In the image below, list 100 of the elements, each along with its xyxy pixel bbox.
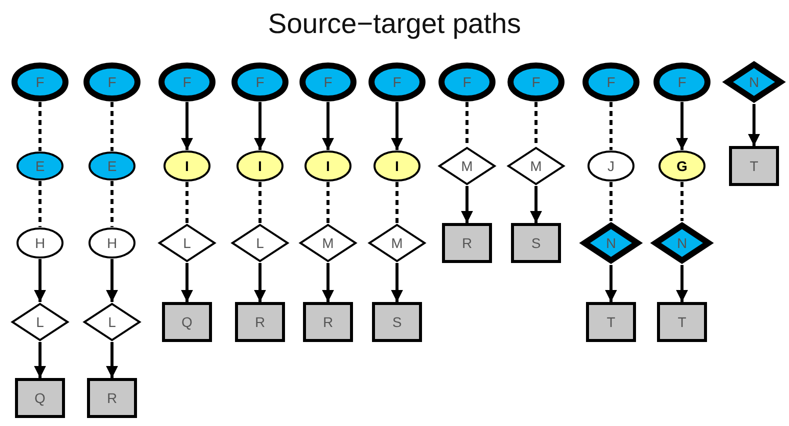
- diamond-node: [650, 221, 714, 265]
- connector-line: [38, 181, 42, 227]
- connector-line: [186, 182, 188, 223]
- node-label: R: [254, 315, 266, 329]
- arrow: [461, 186, 473, 223]
- node-label: F: [182, 75, 192, 89]
- arrow: [106, 259, 118, 302]
- box-node: [372, 302, 422, 342]
- connector-line: [610, 102, 612, 150]
- box-node: [87, 378, 137, 418]
- arrow: [254, 263, 266, 302]
- ellipse-node: [16, 227, 64, 259]
- diamond-node: [579, 221, 643, 265]
- arrow: [391, 102, 403, 150]
- connector-line: [326, 182, 330, 223]
- node-label: F: [392, 75, 402, 89]
- node-label: E: [107, 159, 117, 173]
- node-label: E: [35, 159, 45, 173]
- diamond-node: [437, 146, 497, 186]
- diamond-node: [722, 60, 786, 104]
- connector-line: [680, 182, 684, 221]
- node-label: F: [462, 75, 472, 89]
- diamond-node: [506, 146, 566, 186]
- connector-line: [396, 182, 398, 223]
- node-label: N: [606, 236, 616, 250]
- ellipse-node: [299, 62, 357, 102]
- node-label: L: [36, 315, 44, 329]
- ellipse-node: [373, 150, 421, 182]
- arrow: [181, 102, 193, 150]
- arrow: [748, 104, 760, 146]
- arrow: [530, 186, 542, 223]
- node-label: T: [606, 315, 616, 329]
- connector-line: [38, 102, 42, 151]
- ellipse-node: [158, 62, 216, 102]
- arrow: [106, 342, 118, 378]
- node-label: R: [106, 391, 118, 405]
- diamond-node: [298, 223, 358, 263]
- node-label: T: [750, 159, 758, 173]
- node-label: Q: [34, 391, 46, 405]
- ellipse-node: [83, 62, 141, 102]
- diamond-node: [230, 223, 290, 263]
- node-label: J: [608, 159, 614, 173]
- node-label: S: [392, 315, 402, 329]
- ellipse-node: [11, 62, 69, 102]
- ellipse-node: [88, 227, 136, 259]
- node-label: H: [106, 236, 118, 250]
- box-node: [511, 223, 561, 263]
- node-label: M: [391, 236, 403, 250]
- arrow: [254, 102, 266, 150]
- ellipse-node: [16, 151, 64, 181]
- node-label: F: [606, 75, 616, 89]
- box-node: [162, 302, 212, 342]
- arrow: [676, 265, 688, 302]
- node-label: G: [676, 159, 688, 173]
- connector-line: [258, 182, 262, 223]
- node-label: I: [326, 159, 330, 173]
- ellipse-node: [587, 150, 635, 182]
- node-label: L: [256, 236, 264, 250]
- box-node: [729, 146, 779, 186]
- arrow: [322, 102, 334, 150]
- node-label: R: [322, 315, 334, 329]
- arrow: [322, 263, 334, 302]
- ellipse-node: [653, 62, 711, 102]
- node-label: I: [395, 159, 399, 173]
- node-label: I: [185, 159, 189, 173]
- node-label: L: [108, 315, 116, 329]
- diamond-node: [157, 223, 217, 263]
- arrow: [34, 259, 46, 302]
- arrow: [34, 342, 46, 378]
- ellipse-node: [582, 62, 640, 102]
- ellipse-node: [368, 62, 426, 102]
- node-label: S: [531, 236, 541, 250]
- node-label: F: [324, 75, 332, 89]
- node-label: F: [256, 75, 264, 89]
- ellipse-node: [231, 62, 289, 102]
- connector-line: [110, 102, 114, 151]
- box-node: [235, 302, 285, 342]
- node-label: H: [34, 236, 46, 250]
- ellipse-node: [658, 150, 706, 182]
- node-label: N: [676, 236, 688, 250]
- node-label: M: [461, 159, 473, 173]
- node-label: I: [258, 159, 262, 173]
- node-label: F: [678, 75, 686, 89]
- connector-line: [610, 182, 612, 221]
- node-label: L: [183, 236, 191, 250]
- box-node: [586, 302, 636, 342]
- arrow: [181, 263, 193, 302]
- arrow: [391, 263, 403, 302]
- diagram-title: Source−target paths: [267, 8, 522, 40]
- connector-line: [534, 102, 538, 146]
- node-label: M: [322, 236, 334, 250]
- node-label: N: [748, 75, 760, 89]
- node-label: F: [532, 75, 540, 89]
- ellipse-node: [88, 151, 136, 181]
- node-label: Q: [182, 315, 192, 329]
- box-node: [657, 302, 707, 342]
- ellipse-node: [163, 150, 211, 182]
- box-node: [442, 223, 492, 263]
- node-label: R: [462, 236, 472, 250]
- connector-line: [110, 181, 114, 227]
